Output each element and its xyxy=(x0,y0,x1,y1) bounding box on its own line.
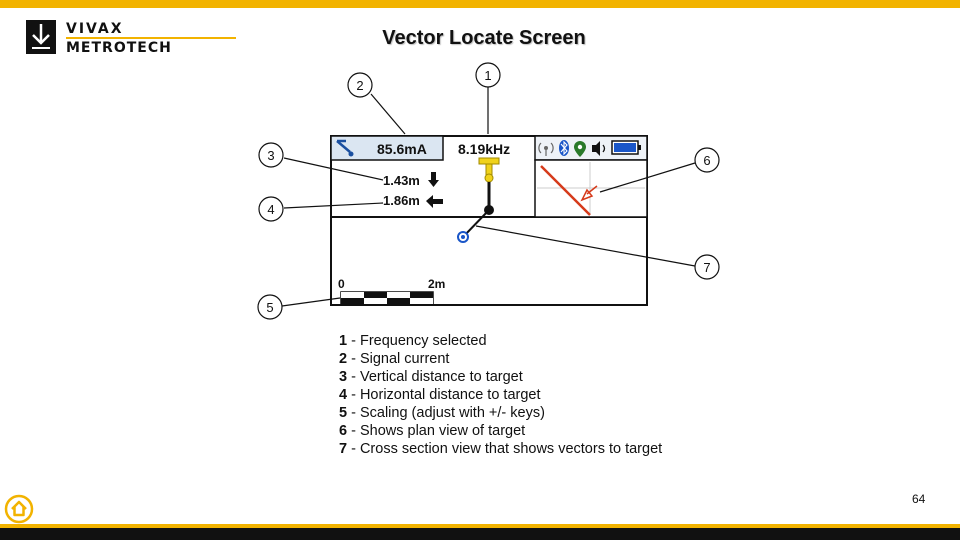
signal-current-value: 85.6mA xyxy=(377,141,427,157)
svg-text:3: 3 xyxy=(267,148,274,163)
svg-text:2: 2 xyxy=(356,78,363,93)
scale-bar xyxy=(340,291,434,305)
callout-3: 3 xyxy=(258,142,284,168)
bluetooth-icon xyxy=(559,140,569,156)
speaker-icon xyxy=(592,141,606,156)
callout-4: 4 xyxy=(258,196,284,222)
callout-5: 5 xyxy=(257,294,283,320)
antenna-icon xyxy=(538,142,554,156)
plan-view-arrow-icon xyxy=(580,185,598,202)
logo-rule xyxy=(66,37,236,39)
svg-text:1: 1 xyxy=(484,68,491,83)
vivax-metrotech-logo: VIVAX METROTECH xyxy=(26,20,236,60)
logo-line1: VIVAX xyxy=(66,21,124,37)
logo-line2: METROTECH xyxy=(66,40,172,56)
battery-icon xyxy=(611,140,641,155)
scale-end-label: 2m xyxy=(428,277,445,291)
svg-text:6: 6 xyxy=(703,153,710,168)
legend-item: 3 - Vertical distance to target xyxy=(339,369,523,385)
plan-view-target-line xyxy=(540,165,591,216)
slide-title: Vector Locate Screen xyxy=(382,27,586,49)
callout-1: 1 xyxy=(475,62,501,88)
vertical-distance-value: 1.43m xyxy=(383,173,420,188)
signal-icon xyxy=(336,139,354,157)
logo-mark-icon xyxy=(26,20,56,54)
legend-item: 7 - Cross section view that shows vector… xyxy=(339,441,663,457)
svg-text:5: 5 xyxy=(266,300,273,315)
bottom-bar xyxy=(0,524,960,540)
callout-7: 7 xyxy=(694,254,720,280)
left-arrow-icon xyxy=(426,195,443,208)
page-number: 64 xyxy=(912,492,926,506)
legend-item: 6 - Shows plan view of target xyxy=(339,423,526,439)
legend-item: 5 - Scaling (adjust with +/- keys) xyxy=(339,405,545,421)
down-arrow-icon xyxy=(428,172,439,187)
legend-list: 1 - Frequency selected 2 - Signal curren… xyxy=(339,332,662,458)
legend-item: 1 - Frequency selected xyxy=(339,333,487,349)
callout-2: 2 xyxy=(347,72,373,98)
legend-item: 2 - Signal current xyxy=(339,351,450,367)
svg-text:4: 4 xyxy=(267,202,274,217)
callout-6: 6 xyxy=(694,147,720,173)
top-accent-bar xyxy=(0,0,960,8)
home-icon[interactable] xyxy=(4,494,34,524)
horizontal-distance-value: 1.86m xyxy=(383,193,420,208)
gps-pin-icon xyxy=(574,141,586,157)
scale-start-label: 0 xyxy=(338,277,345,291)
locator-antenna-icon xyxy=(478,157,500,215)
frequency-value: 8.19kHz xyxy=(458,141,510,157)
legend-item: 4 - Horizontal distance to target xyxy=(339,387,541,403)
target-vector-line xyxy=(462,209,490,238)
svg-text:7: 7 xyxy=(703,260,710,275)
